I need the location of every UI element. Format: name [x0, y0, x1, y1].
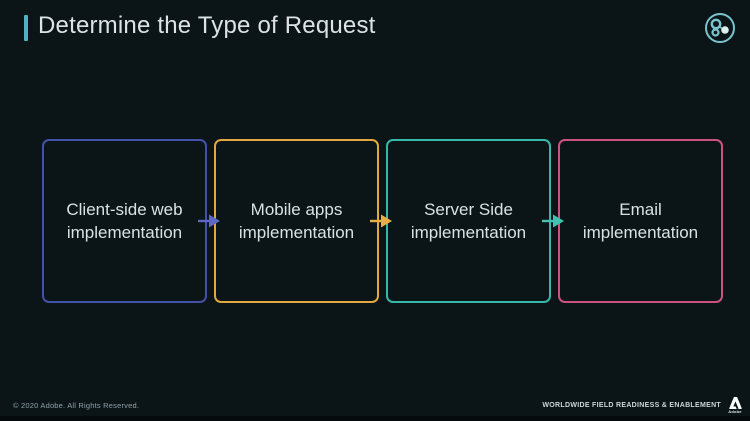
title-accent-bar [24, 15, 28, 41]
step-label: Email implementation [583, 198, 698, 244]
step-box-client-side-web: Client-side web implementation [42, 139, 207, 303]
step-label-line1: Server Side [424, 200, 513, 219]
step-label-line1: Mobile apps [250, 200, 343, 219]
step-label-line1: Email [619, 200, 662, 219]
adobe-logo-icon [728, 397, 742, 409]
step-label: Server Side implementation [411, 198, 526, 244]
arrow-right-icon [370, 214, 392, 228]
step-label-line2: implementation [582, 223, 699, 242]
step-label-line1: Client-side web [66, 200, 183, 219]
arrow-right-icon [542, 214, 564, 228]
adobe-logo: Adobe [727, 397, 743, 414]
footer-branding: WORLDWIDE FIELD READINESS & ENABLEMENT A… [542, 397, 743, 414]
adobe-logo-text: Adobe [728, 409, 742, 414]
copyright-text: © 2020 Adobe. All Rights Reserved. [13, 401, 140, 410]
page-title: Determine the Type of Request [38, 12, 376, 39]
step-label-line2: implementation [66, 223, 183, 242]
step-box-server-side: Server Side implementation [386, 139, 551, 303]
step-box-email: Email implementation [558, 139, 723, 303]
step-box-mobile-apps: Mobile apps implementation [214, 139, 379, 303]
step-label: Client-side web implementation [66, 198, 182, 244]
bottom-edge-strip [0, 416, 750, 421]
step-label: Mobile apps implementation [239, 198, 354, 244]
step-label-line2: implementation [410, 223, 527, 242]
step-label-line2: implementation [238, 223, 355, 242]
cluster-icon [705, 13, 735, 43]
org-label: WORLDWIDE FIELD READINESS & ENABLEMENT [542, 402, 721, 409]
arrow-right-icon [198, 214, 220, 228]
